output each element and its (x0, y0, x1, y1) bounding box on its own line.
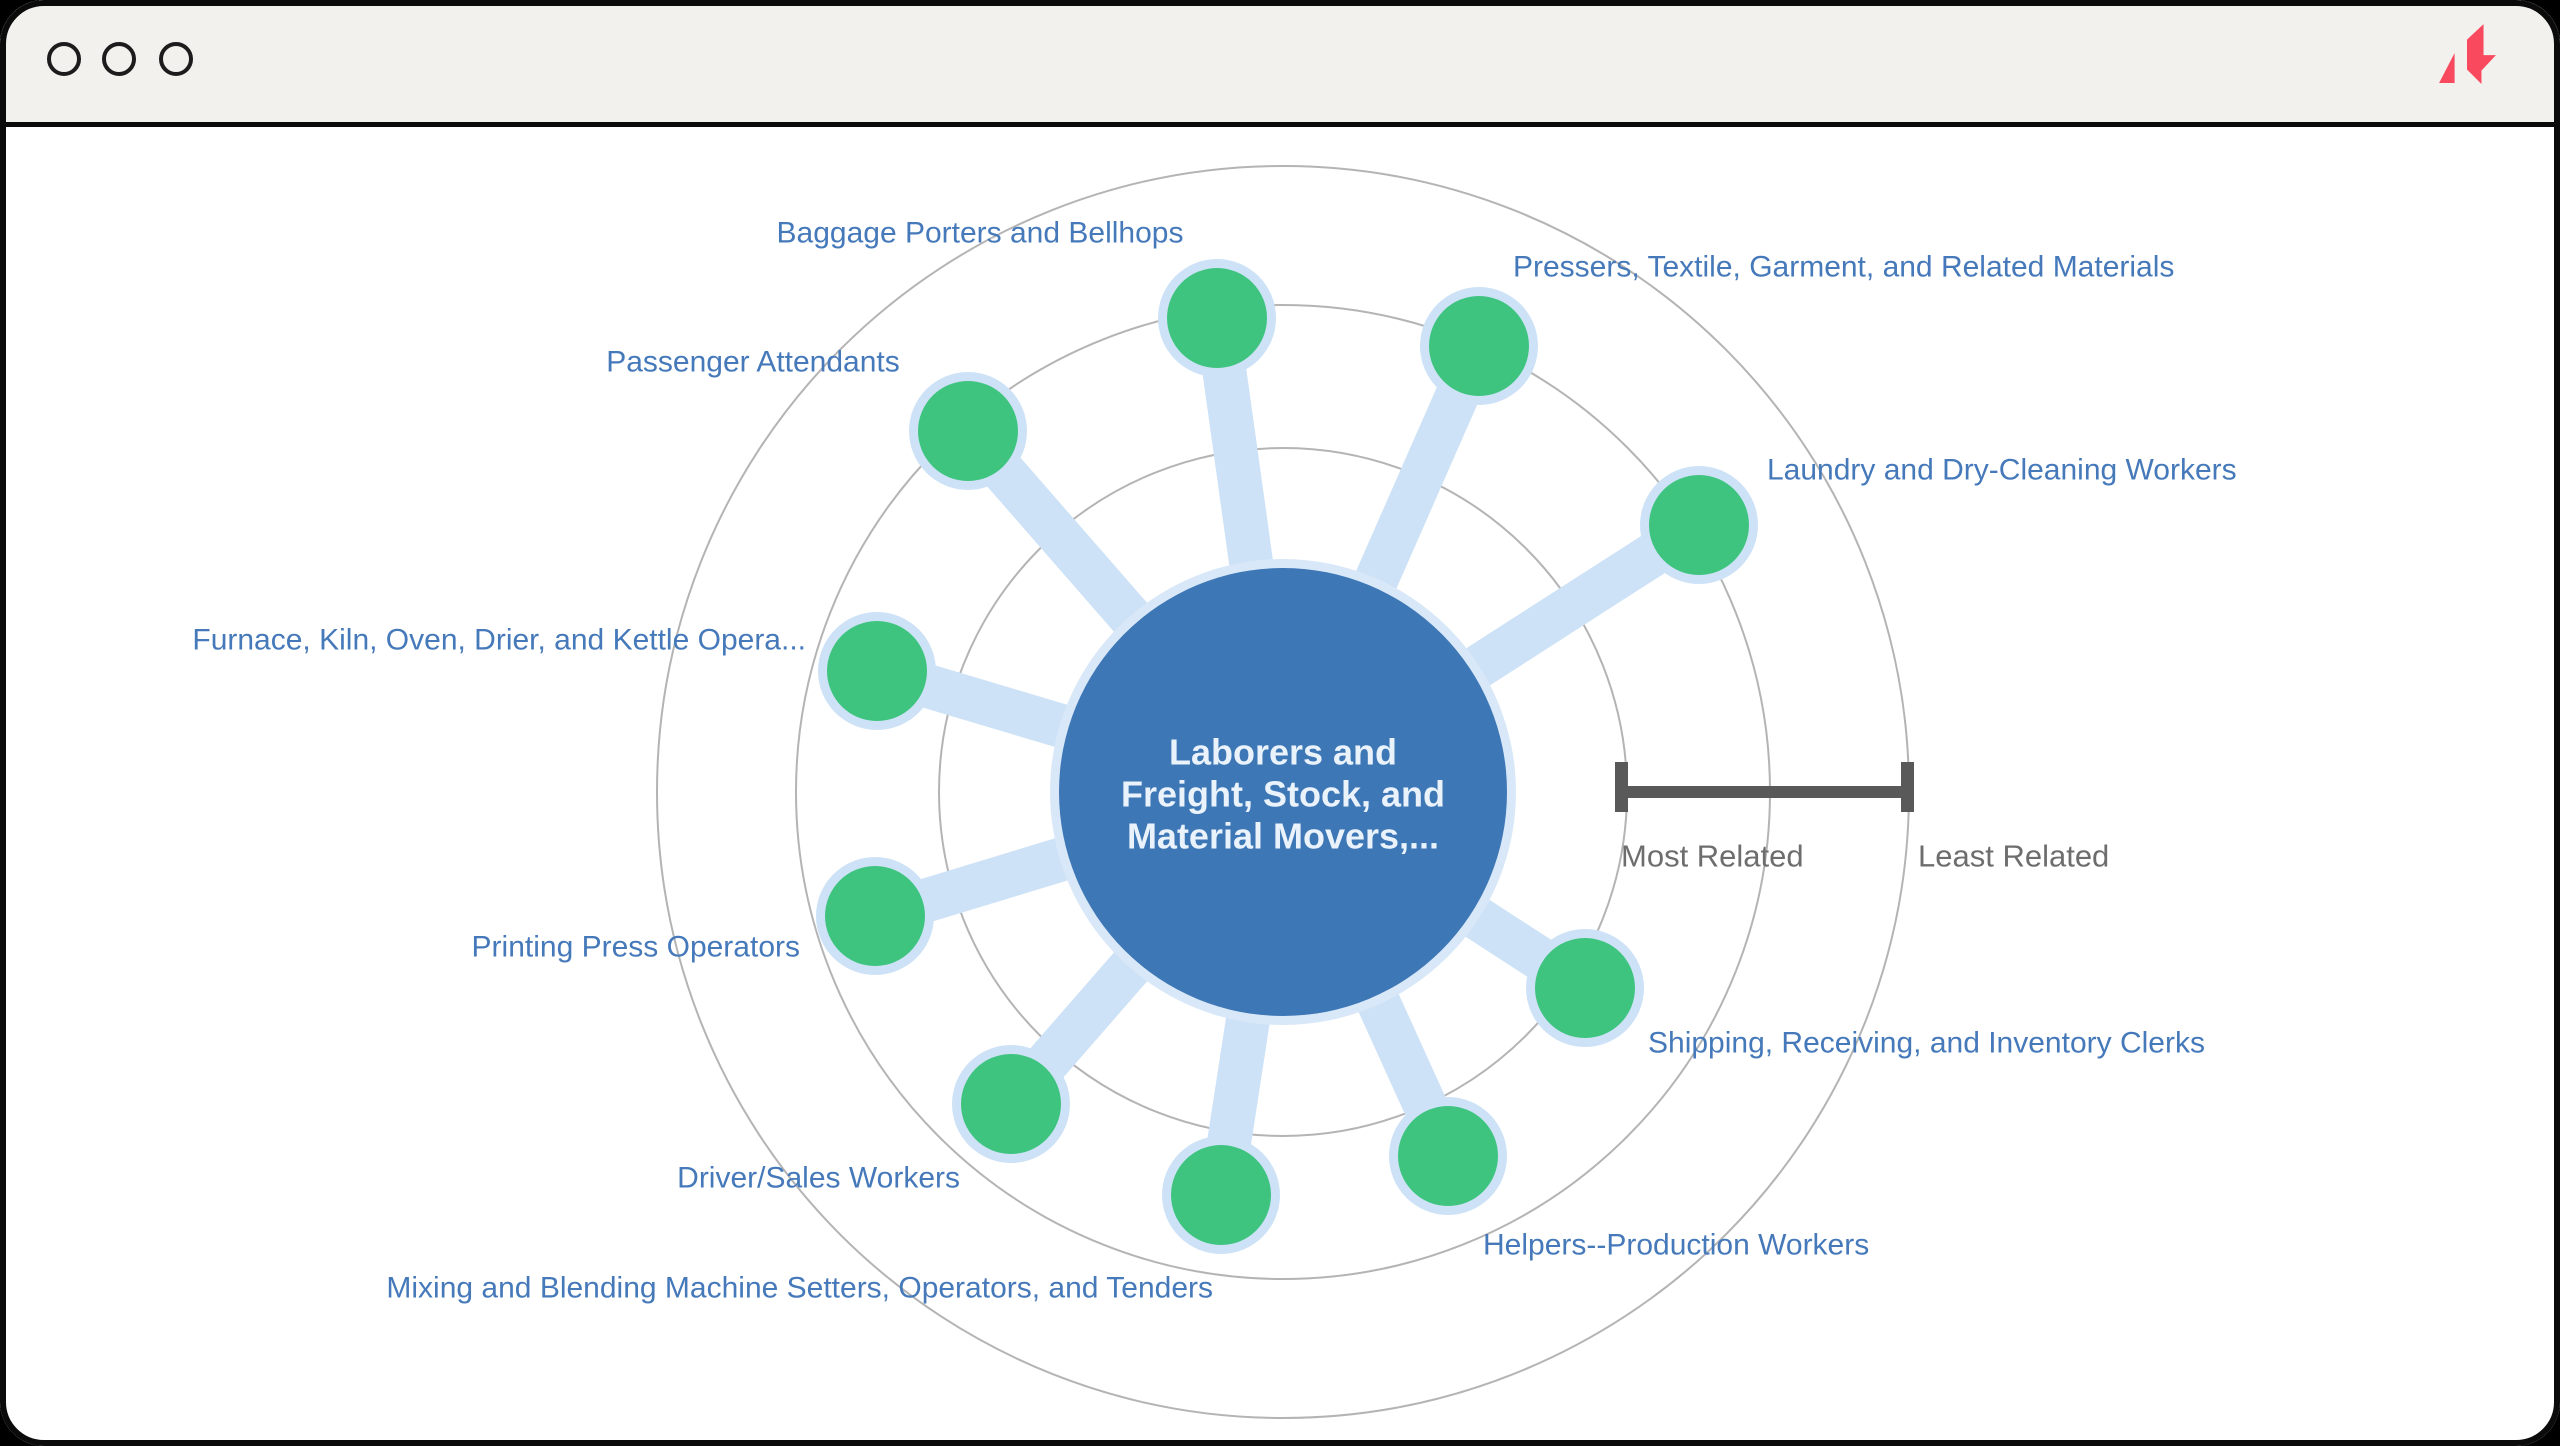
related-occupation-node-9[interactable] (1398, 1106, 1498, 1206)
related-occupation-node-2[interactable] (1429, 296, 1529, 396)
related-occupation-node-5[interactable] (827, 621, 927, 721)
related-occupation-node-3[interactable] (918, 381, 1018, 481)
related-occupation-label-9[interactable]: Helpers--Production Workers (1483, 1229, 1869, 1262)
logo-small-shape (2439, 53, 2455, 83)
related-occupation-label-2[interactable]: Pressers, Textile, Garment, and Related … (1513, 251, 2174, 284)
related-occupation-label-1[interactable]: Baggage Porters and Bellhops (777, 217, 1184, 250)
center-occupation-node[interactable] (1059, 568, 1507, 1016)
legend-scale-line (1621, 786, 1908, 798)
related-occupation-node-4[interactable] (1649, 475, 1749, 575)
window-control-3[interactable] (159, 42, 193, 76)
related-occupation-label-3[interactable]: Passenger Attendants (606, 346, 900, 379)
center-occupation-label-line-2: Freight, Stock, and (1121, 774, 1445, 815)
related-occupation-node-10[interactable] (1171, 1145, 1271, 1245)
legend-most-related-label: Most Related (1621, 839, 1804, 874)
related-occupation-label-10[interactable]: Mixing and Blending Machine Setters, Ope… (386, 1272, 1213, 1305)
legend-least-related-label: Least Related (1918, 839, 2109, 874)
window-control-1[interactable] (47, 42, 81, 76)
lightcast-logo-icon (2439, 24, 2496, 84)
related-occupation-label-5[interactable]: Furnace, Kiln, Oven, Drier, and Kettle O… (192, 624, 806, 657)
center-occupation-label-line-1: Laborers and (1169, 732, 1397, 773)
window-control-2[interactable] (102, 42, 136, 76)
center-occupation-label-line-3: Material Movers,... (1127, 816, 1439, 857)
related-occupation-node-1[interactable] (1167, 268, 1267, 368)
related-occupation-label-7[interactable]: Shipping, Receiving, and Inventory Clerk… (1648, 1027, 2205, 1060)
logo-large-shape (2467, 24, 2496, 84)
related-occupation-label-8[interactable]: Driver/Sales Workers (677, 1162, 960, 1195)
related-occupation-label-6[interactable]: Printing Press Operators (472, 931, 800, 964)
related-occupation-node-6[interactable] (825, 866, 925, 966)
related-occupation-node-7[interactable] (1535, 938, 1635, 1038)
related-occupation-node-8[interactable] (961, 1054, 1061, 1154)
related-occupation-label-4[interactable]: Laundry and Dry-Cleaning Workers (1767, 454, 2237, 487)
window-titlebar (0, 0, 2560, 127)
